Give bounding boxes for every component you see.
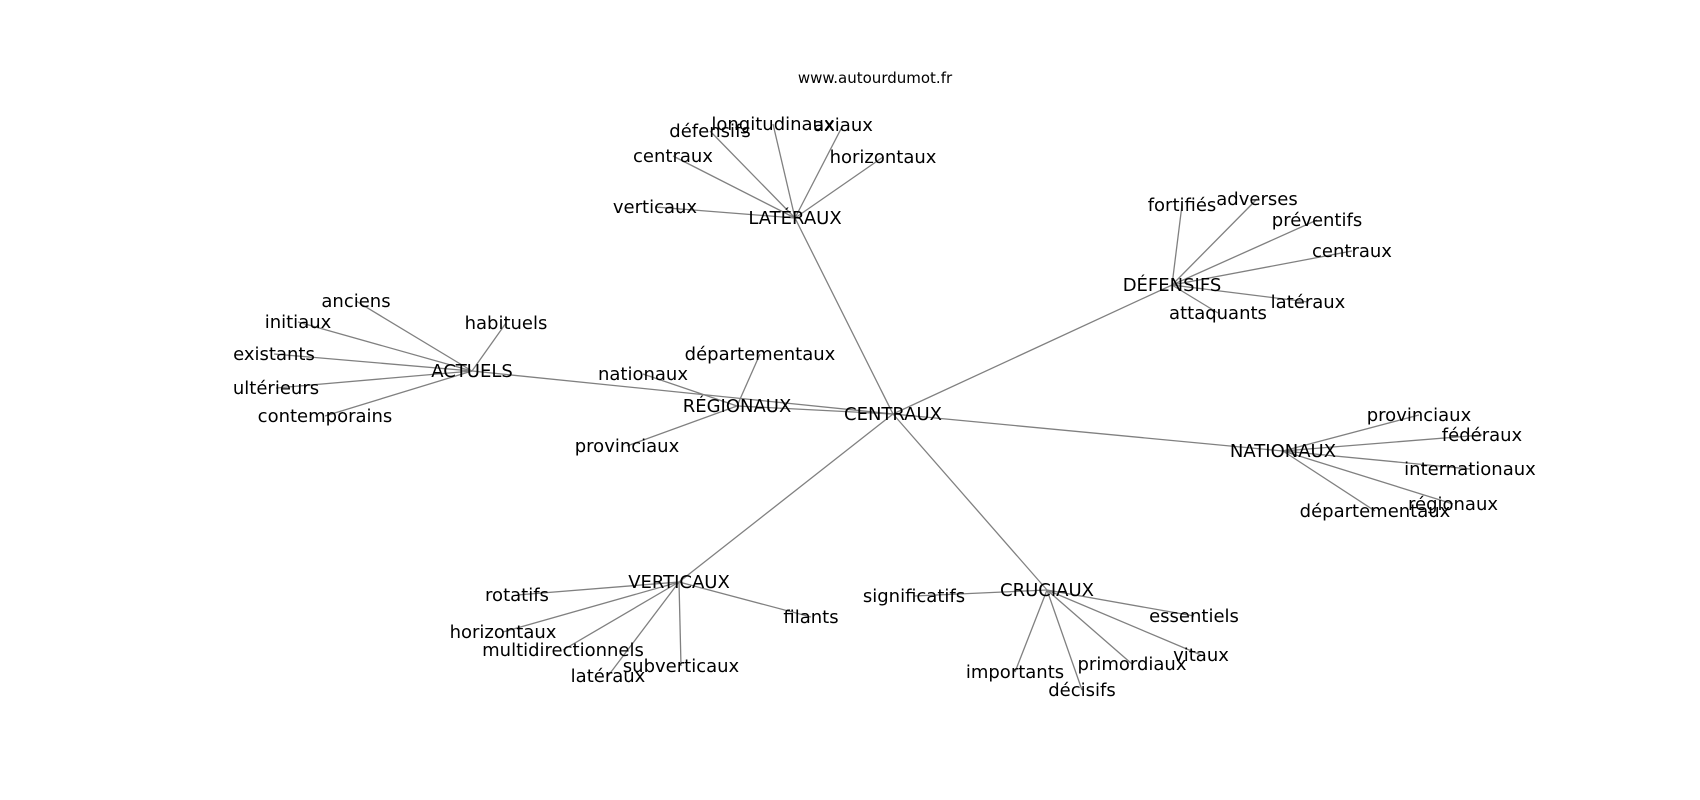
hub-node-cruciaux[interactable]: CRUCIAUX (1000, 580, 1094, 601)
edge-lateraux-verticaux (654, 206, 796, 219)
leaf-node-nationaux-regionaux[interactable]: régionaux (1408, 494, 1498, 515)
leaf-node-regionaux-provinciaux[interactable]: provinciaux (575, 436, 680, 457)
edge-nationaux-internationaux (1282, 450, 1471, 470)
edge-defensifs-fortifies (1171, 204, 1183, 286)
leaf-node-cruciaux-vitaux[interactable]: vitaux (1173, 645, 1229, 666)
edge-regionaux-provinciaux (626, 405, 738, 447)
leaf-node-verticaux-rotatifs[interactable]: rotatifs (485, 585, 549, 606)
leaf-node-nationaux-federaux[interactable]: fédéraux (1442, 425, 1523, 446)
edge-cruciaux-vitaux (1046, 589, 1202, 656)
edge-center-verticaux (678, 413, 894, 583)
edge-lateraux-defensifs (709, 130, 796, 219)
leaf-node-lateraux-defensifs[interactable]: défensifs (669, 121, 750, 142)
edges-layer (273, 123, 1483, 691)
leaf-node-defensifs-fortifies[interactable]: fortifiés (1148, 195, 1217, 216)
edge-lateraux-horizontaux (794, 156, 884, 219)
leaf-node-actuels-existants[interactable]: existants (233, 344, 315, 365)
edge-cruciaux-primordiaux (1046, 589, 1133, 665)
edge-lateraux-centraux (672, 155, 796, 219)
leaf-node-nationaux-provinciaux[interactable]: provinciaux (1367, 405, 1472, 426)
hub-node-nationaux[interactable]: NATIONAUX (1230, 441, 1336, 462)
leaf-node-verticaux-subverticaux[interactable]: subverticaux (623, 656, 740, 677)
leaf-node-verticaux-multidirectionnels[interactable]: multidirectionnels (482, 640, 644, 661)
leaf-node-defensifs-lateraux[interactable]: latéraux (1271, 292, 1346, 313)
edge-center-actuels (471, 370, 894, 415)
edge-defensifs-attaquants (1171, 284, 1219, 314)
leaf-node-actuels-contemporains[interactable]: contemporains (258, 406, 393, 427)
edge-actuels-ulterieurs (275, 370, 473, 389)
labels-layer: www.autourdumot.fr CENTRAUX LATÉRAUX verti… (233, 69, 1536, 701)
leaf-node-verticaux-lateraux[interactable]: latéraux (571, 666, 646, 687)
hub-node-verticaux[interactable]: VERTICAUX (628, 572, 730, 593)
hub-node-regionaux[interactable]: RÉGIONAUX (683, 395, 792, 417)
leaf-node-actuels-initiaux[interactable]: initiaux (265, 312, 332, 333)
leaf-node-nationaux-departementaux[interactable]: départementaux (1300, 501, 1451, 522)
center-node-label[interactable]: CENTRAUX (844, 404, 942, 425)
hub-node-lateraux[interactable]: LATÉRAUX (748, 207, 841, 229)
edge-center-cruciaux (892, 413, 1048, 591)
edge-cruciaux-significatifs (913, 589, 1048, 597)
edge-verticaux-filants (678, 581, 812, 618)
leaf-node-cruciaux-significatifs[interactable]: significatifs (863, 586, 965, 607)
hub-node-defensifs[interactable]: DÉFENSIFS (1123, 274, 1222, 296)
leaf-node-lateraux-horizontaux[interactable]: horizontaux (830, 147, 937, 168)
leaf-node-verticaux-filants[interactable]: filants (783, 607, 838, 628)
leaf-node-actuels-ulterieurs[interactable]: ultérieurs (233, 378, 319, 399)
edge-verticaux-multidirectionnels (562, 581, 680, 651)
edge-regionaux-nationaux (642, 373, 738, 407)
edge-defensifs-preventifs (1171, 219, 1318, 286)
edge-verticaux-rotatifs (516, 581, 680, 596)
leaf-node-actuels-habituels[interactable]: habituels (465, 313, 548, 334)
leaf-node-defensifs-centraux[interactable]: centraux (1312, 241, 1392, 262)
edge-nationaux-departementaux (1282, 450, 1376, 512)
edge-cruciaux-essentiels (1046, 589, 1195, 617)
edge-actuels-habituels (471, 322, 507, 372)
edge-center-regionaux (736, 405, 894, 415)
edge-lateraux-axiaux (794, 124, 844, 219)
edge-defensifs-lateraux (1171, 284, 1309, 303)
leaf-node-defensifs-preventifs[interactable]: préventifs (1272, 210, 1362, 231)
edge-nationaux-provinciaux (1282, 414, 1420, 452)
leaf-node-lateraux-longitudinaux[interactable]: longitudinaux (711, 114, 835, 135)
leaf-node-cruciaux-primordiaux[interactable]: primordiaux (1078, 654, 1187, 675)
edge-lateraux-longitudinaux (772, 123, 796, 219)
leaf-node-nationaux-internationaux[interactable]: internationaux (1404, 459, 1536, 480)
edge-actuels-contemporains (324, 370, 473, 417)
leaf-node-defensifs-adverses[interactable]: adverses (1216, 189, 1297, 210)
leaf-node-actuels-anciens[interactable]: anciens (321, 291, 390, 312)
edge-verticaux-subverticaux (678, 581, 682, 667)
edge-actuels-initiaux (297, 321, 473, 372)
edge-actuels-anciens (355, 300, 473, 372)
edge-actuels-existants (273, 353, 473, 372)
leaf-node-cruciaux-importants[interactable]: importants (966, 662, 1064, 683)
edge-center-defensifs (892, 284, 1173, 415)
edge-cruciaux-decisifs (1046, 589, 1083, 691)
edge-defensifs-adverses (1171, 198, 1258, 286)
leaf-node-defensifs-attaquants[interactable]: attaquants (1169, 303, 1267, 324)
edge-cruciaux-importants (1014, 589, 1048, 673)
leaf-node-regionaux-departementaux[interactable]: départementaux (685, 344, 836, 365)
edge-nationaux-federaux (1282, 434, 1483, 452)
hub-node-actuels[interactable]: ACTUELS (431, 361, 513, 382)
edge-verticaux-lateraux (607, 581, 680, 677)
leaf-node-regionaux-nationaux[interactable]: nationaux (598, 364, 688, 385)
edge-regionaux-departementaux (736, 353, 761, 407)
leaf-node-verticaux-horizontaux[interactable]: horizontaux (450, 622, 557, 643)
edge-defensifs-centraux (1171, 250, 1353, 286)
leaf-node-lateraux-verticaux[interactable]: verticaux (613, 197, 698, 218)
edge-nationaux-regionaux (1282, 450, 1454, 505)
edge-verticaux-horizontaux (502, 581, 680, 633)
edge-center-lateraux (794, 217, 894, 415)
edge-center-nationaux (892, 413, 1284, 452)
leaf-node-lateraux-axiaux[interactable]: axiaux (813, 115, 873, 136)
source-text: www.autourdumot.fr (798, 69, 953, 87)
leaf-node-cruciaux-decisifs[interactable]: décisifs (1048, 680, 1116, 701)
leaf-node-lateraux-centraux[interactable]: centraux (633, 146, 713, 167)
leaf-node-cruciaux-essentiels[interactable]: essentiels (1149, 606, 1239, 627)
